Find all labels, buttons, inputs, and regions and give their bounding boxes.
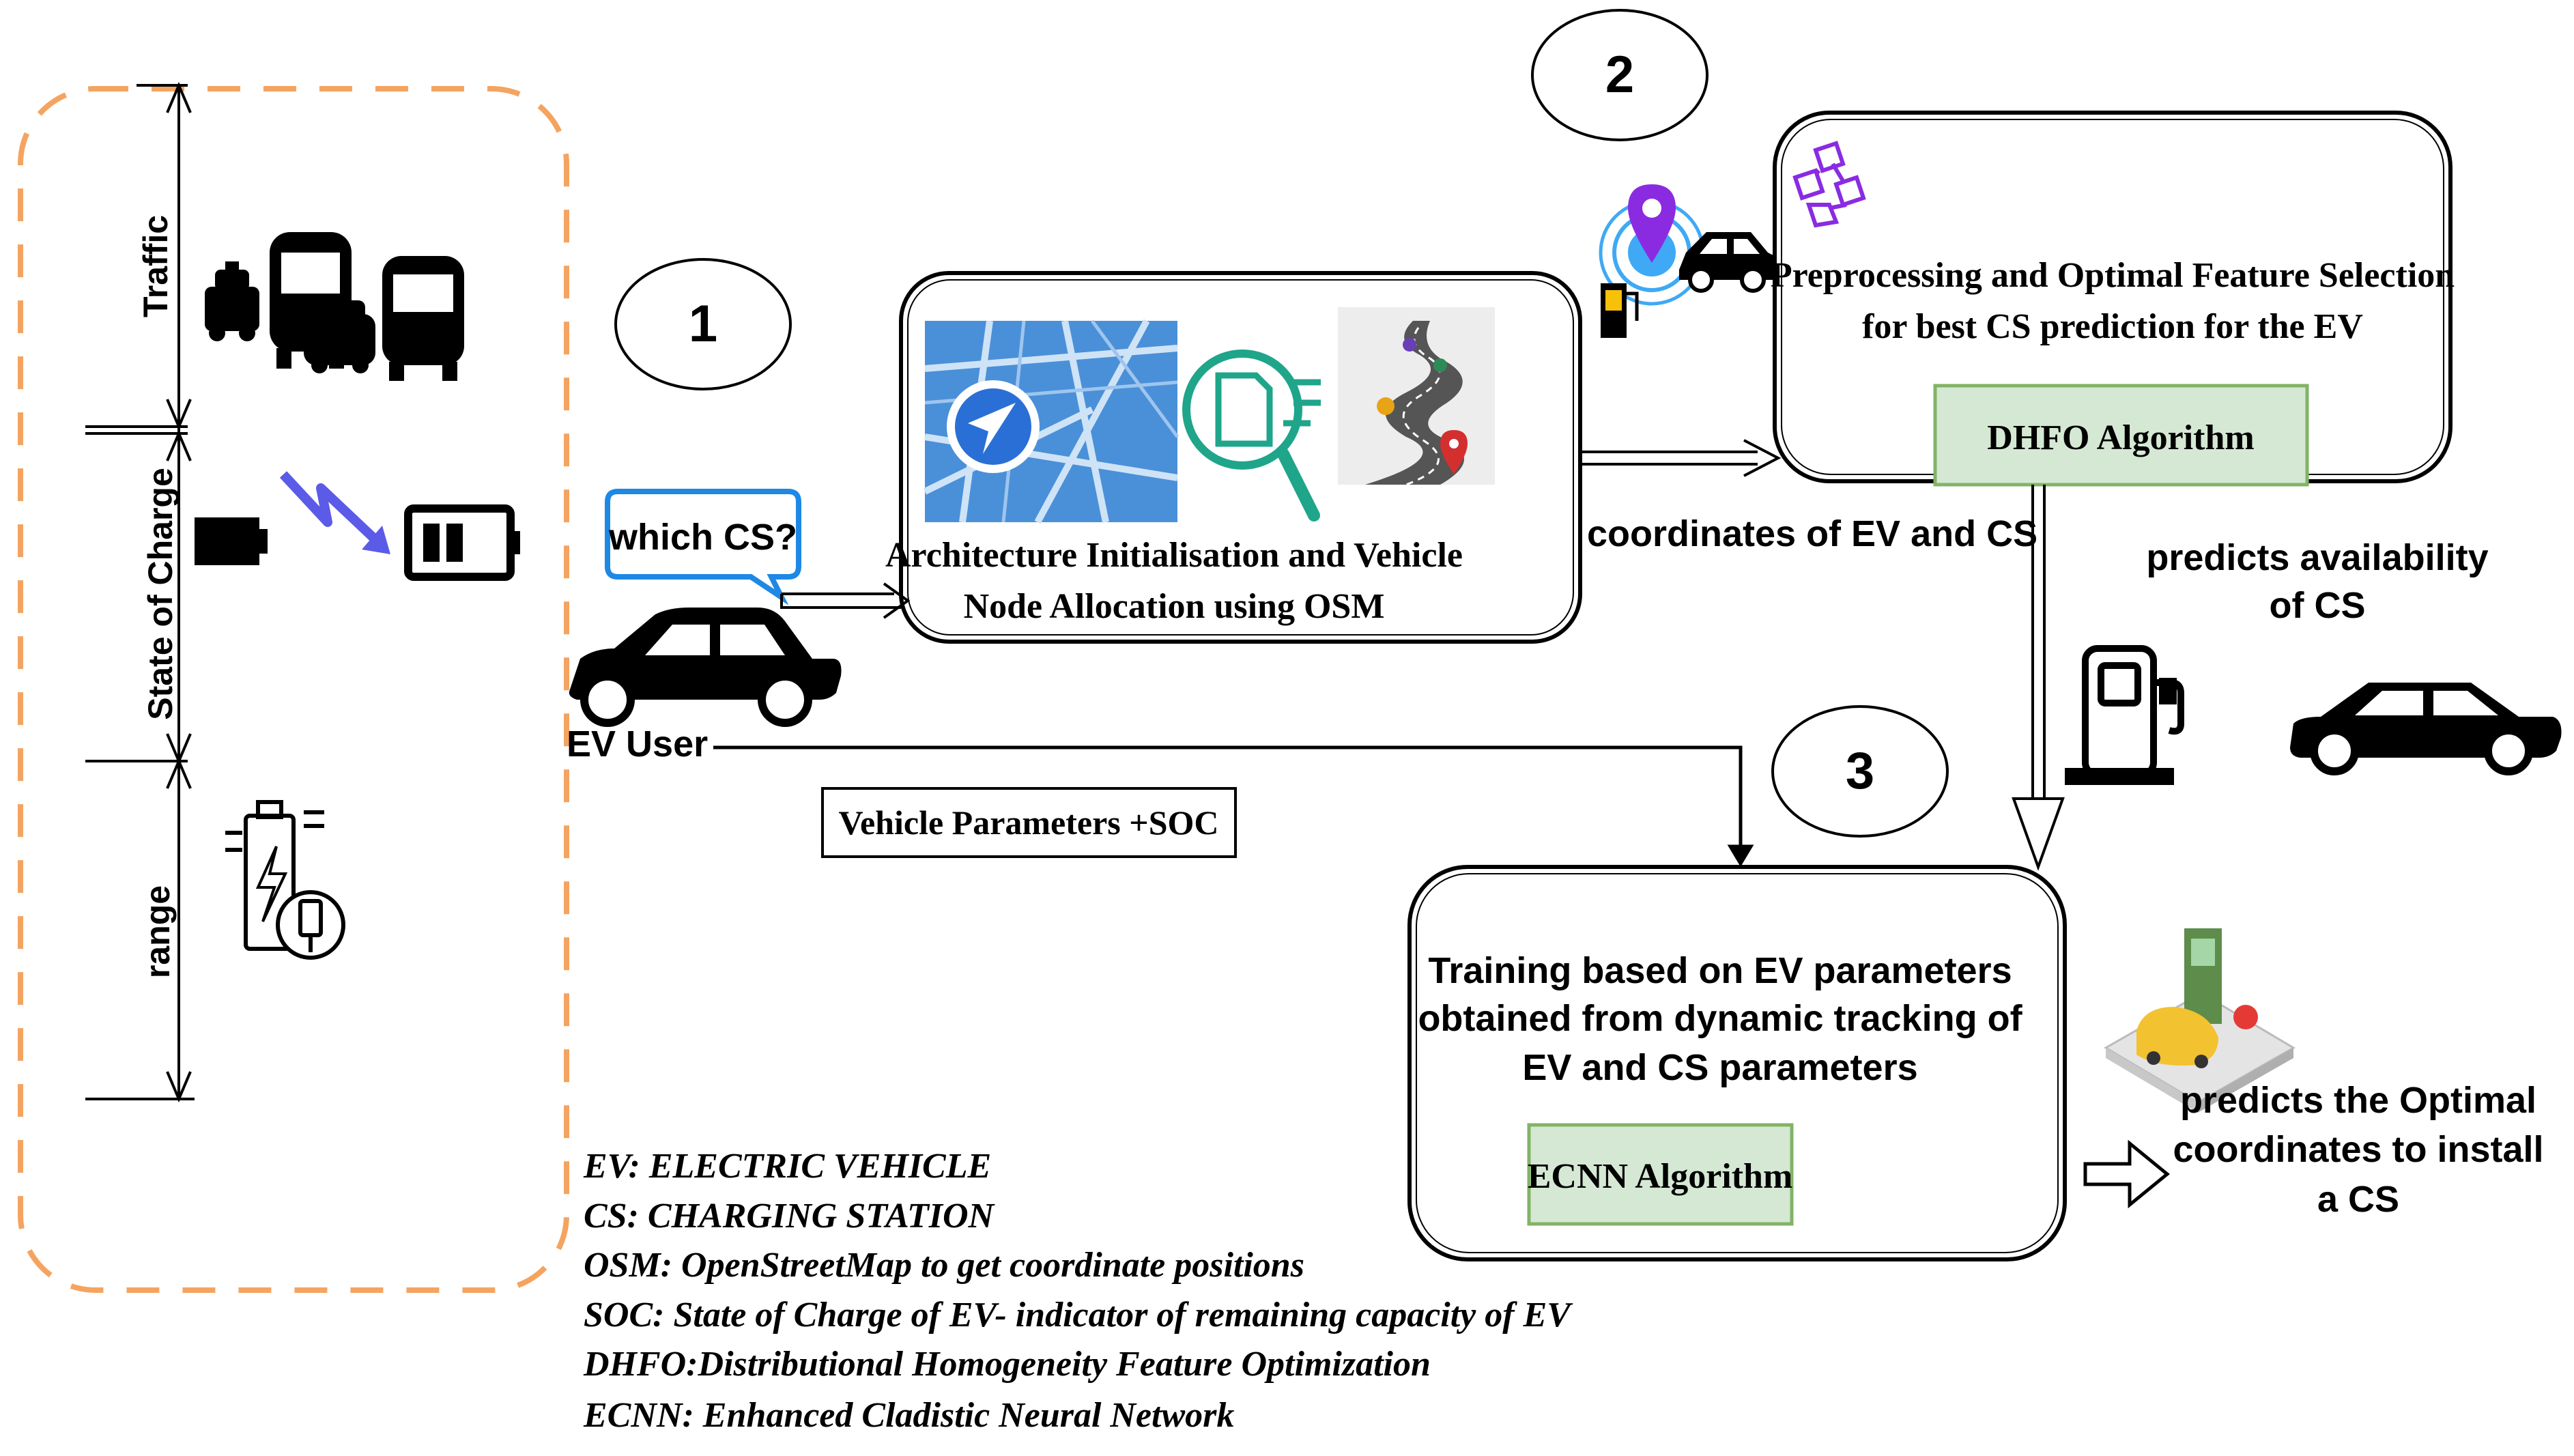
predicts-optimal-line-1: predicts the Optimal xyxy=(2180,1080,2536,1121)
speech-bubble: which CS? xyxy=(605,489,801,605)
right-car-icon xyxy=(2290,683,2562,775)
vehicle-params-label-box: Vehicle Parameters +SOC xyxy=(821,787,1237,858)
vehicle-params-label: Vehicle Parameters +SOC xyxy=(838,803,1218,842)
ev-user-car-icon xyxy=(569,608,842,727)
osm-box-line-1: Architecture Initialisation and Vehicle xyxy=(885,536,1463,575)
range-label: range xyxy=(139,885,177,978)
location-pin-charger-icon xyxy=(1599,184,1705,338)
legend-item: SOC: State of Charge of EV- indicator of… xyxy=(584,1296,1573,1334)
step-1-number: 1 xyxy=(689,295,717,353)
arrow-user-to-osm xyxy=(780,582,911,619)
arrow-training-to-output xyxy=(2083,1139,2170,1209)
osm-architecture-box: Architecture Initialisation and Vehicle … xyxy=(885,271,1582,644)
feature-box-line-2: for best CS prediction for the EV xyxy=(1862,307,2363,346)
dashed-panel-border xyxy=(18,86,569,1293)
step-2-number: 2 xyxy=(1605,46,1634,104)
dimension-scale xyxy=(85,81,195,1103)
arrow-osm-to-feature xyxy=(1580,439,1782,477)
small-car-icon xyxy=(1679,232,1775,293)
soc-label: State of Charge xyxy=(141,468,180,720)
isometric-charging-station-icon xyxy=(2104,928,2296,1113)
legend-item: OSM: OpenStreetMap to get coordinate pos… xyxy=(584,1246,1304,1285)
traffic-vehicles-icon xyxy=(205,232,464,381)
dhfo-algorithm-box: DHFO Algorithm xyxy=(1933,384,2309,487)
training-box-line-2: obtained from dynamic tracking of xyxy=(1418,998,2022,1039)
speech-bubble-text: which CS? xyxy=(608,517,797,558)
osm-box-line-2: Node Allocation using OSM xyxy=(964,587,1385,626)
step-3-number: 3 xyxy=(1846,742,1874,800)
legend-item: DHFO:Distributional Homogeneity Feature … xyxy=(583,1345,1431,1384)
dhfo-algorithm-label: DHFO Algorithm xyxy=(1987,418,2254,457)
predicts-optimal-line-2: coordinates to install xyxy=(2173,1129,2543,1170)
route-road-icon xyxy=(1338,307,1495,486)
step-3-marker: 3 xyxy=(1771,705,1949,838)
arrow-user-to-training xyxy=(713,745,1754,867)
abbreviation-legend: EV: ELECTRIC VEHICLE CS: CHARGING STATIO… xyxy=(583,1147,1573,1435)
step-2-marker: 2 xyxy=(1531,9,1708,141)
feature-box-line-1: Preprocessing and Optimal Feature Select… xyxy=(1771,256,2455,295)
predicts-availability-line-1: predicts availability xyxy=(2146,537,2488,578)
step-1-marker: 1 xyxy=(614,258,792,390)
ecnn-algorithm-box: ECNN Algorithm xyxy=(1527,1123,1794,1226)
document-search-icon xyxy=(1182,349,1321,522)
network-nodes-icon xyxy=(1792,141,1866,228)
battery-range-icon xyxy=(225,800,345,960)
arrow-dhfo-to-training xyxy=(2012,485,2065,871)
training-box-line-3: EV and CS parameters xyxy=(1522,1047,1917,1088)
legend-item: ECNN: Enhanced Cladistic Neural Network xyxy=(583,1396,1234,1435)
predicts-optimal-line-3: a CS xyxy=(2317,1179,2399,1220)
map-navigation-icon xyxy=(923,319,1179,524)
coords-edge-label: coordinates of EV and CS xyxy=(1587,513,2037,554)
training-box-line-1: Training based on EV parameters xyxy=(1428,950,2012,991)
legend-item: CS: CHARGING STATION xyxy=(584,1197,995,1236)
legend-item: EV: ELECTRIC VEHICLE xyxy=(583,1147,991,1186)
charging-station-icon xyxy=(2065,645,2184,785)
ev-user-label: EV User xyxy=(567,724,708,765)
ecnn-algorithm-label: ECNN Algorithm xyxy=(1528,1157,1793,1196)
predicts-availability-line-2: of CS xyxy=(2270,585,2366,626)
feature-selection-box: Preprocessing and Optimal Feature Select… xyxy=(1771,111,2455,487)
traffic-label: Traffic xyxy=(137,215,175,317)
training-box: Training based on EV parameters obtained… xyxy=(1407,865,2067,1261)
battery-drain-icon xyxy=(195,471,520,581)
left-panel: Traffic State of Charge range xyxy=(18,81,569,1293)
